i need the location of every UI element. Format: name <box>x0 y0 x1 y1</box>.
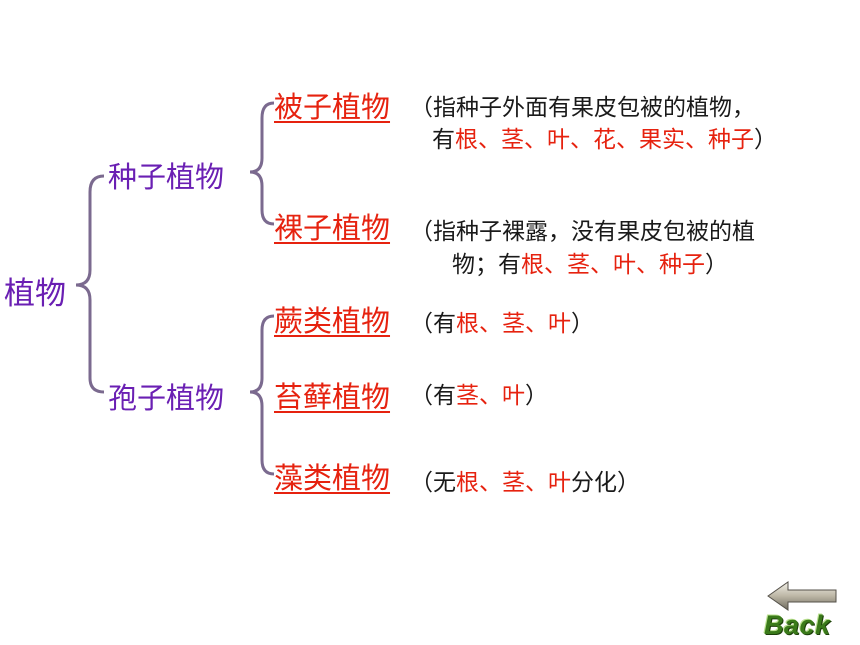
desc-algae: （无根、茎、叶分化） <box>410 463 640 497</box>
desc-angiosperms-line2: 有根、茎、叶、花、果实、种子） <box>432 120 777 154</box>
seed-brace <box>249 101 275 226</box>
root-label: 植物 <box>4 276 66 312</box>
root-brace <box>75 174 105 394</box>
desc-angiosperms-pre: 有 <box>432 127 455 153</box>
desc-ferns: （有根、茎、叶） <box>410 304 594 338</box>
desc-angiosperms-post: ） <box>754 127 777 153</box>
desc-gymnosperms-post: ） <box>705 252 728 278</box>
category-spore-plants: 孢子植物 <box>108 381 225 415</box>
spore-brace <box>249 314 275 476</box>
desc-algae-pre: （无 <box>410 470 456 496</box>
desc-gymnosperms-pre: 物；有 <box>452 252 521 278</box>
desc-ferns-pre: （有 <box>410 311 456 337</box>
desc-gymnosperms-organs: 根、茎、叶、种子 <box>521 252 705 278</box>
desc-ferns-post: ） <box>571 311 594 337</box>
desc-algae-post: 分化） <box>571 470 640 496</box>
desc-mosses-pre: （有 <box>410 383 456 409</box>
item-mosses: 苔藓植物 <box>274 380 391 414</box>
item-gymnosperms: 裸子植物 <box>274 211 391 245</box>
category-seed-plants: 种子植物 <box>108 160 225 194</box>
desc-angiosperms-organs: 根、茎、叶、花、果实、种子 <box>455 127 754 153</box>
item-algae: 藻类植物 <box>274 461 391 495</box>
desc-mosses-post: ） <box>525 383 548 409</box>
item-angiosperms: 被子植物 <box>274 90 391 124</box>
desc-ferns-organs: 根、茎、叶 <box>456 311 571 337</box>
desc-algae-organs: 根、茎、叶 <box>456 470 571 496</box>
back-label: Back <box>764 610 831 640</box>
desc-angiosperms-line1: （指种子外面有果皮包被的植物， <box>410 95 755 121</box>
arrow-left-icon <box>767 581 837 611</box>
item-ferns: 蕨类植物 <box>274 304 391 338</box>
desc-mosses: （有茎、叶） <box>410 376 548 410</box>
desc-mosses-organs: 茎、叶 <box>456 383 525 409</box>
desc-gymnosperms-line1: （指种子裸露，没有果皮包被的植 <box>410 219 755 245</box>
desc-gymnosperms-line2: 物；有根、茎、叶、种子） <box>452 245 728 279</box>
back-button[interactable]: Back <box>762 578 850 642</box>
